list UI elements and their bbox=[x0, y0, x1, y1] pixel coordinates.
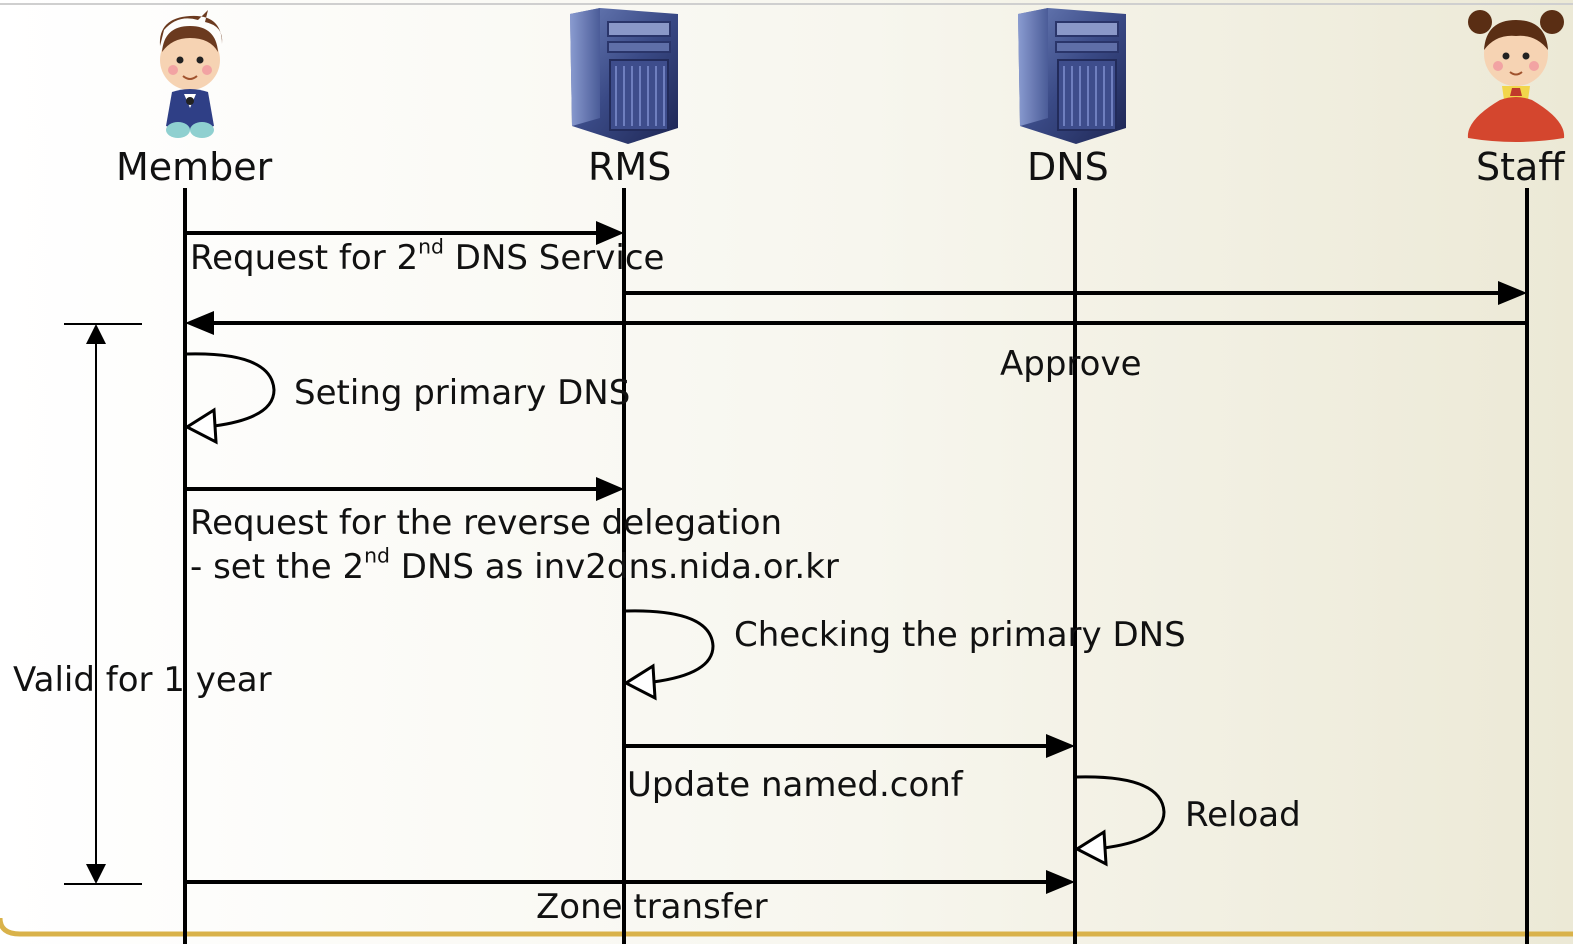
bottom-border bbox=[0, 917, 1573, 937]
message-arrow-update-named-conf bbox=[624, 734, 1075, 758]
message-label-reverse-delegation: Request for the reverse delegation bbox=[190, 503, 783, 543]
message-label-reload: Reload bbox=[1185, 795, 1301, 835]
message-arrow-zone-transfer bbox=[185, 870, 1075, 894]
boy-character-icon bbox=[159, 10, 223, 138]
message-arrow-reverse-delegation bbox=[185, 477, 624, 501]
message-label-approve: Approve bbox=[1000, 344, 1142, 384]
message-label-set-2nd-dns: - set the 2nd DNS as inv2dns.nida.or.kr bbox=[190, 543, 839, 587]
actor-label-dns: DNS bbox=[1027, 145, 1109, 189]
server-icon bbox=[570, 8, 678, 144]
message-label-update-named-conf: Update named.conf bbox=[627, 765, 963, 805]
message-label-request-2nd-dns: Request for 2nd DNS Service bbox=[190, 234, 665, 278]
self-loop-setting-primary-dns bbox=[183, 352, 276, 445]
actor-label-member: Member bbox=[116, 145, 273, 189]
message-arrow-approve bbox=[185, 311, 1527, 335]
message-arrow-request-2nd-dns bbox=[185, 221, 624, 245]
message-label-setting-primary-dns: Seting primary DNS bbox=[294, 373, 631, 413]
actor-label-rms: RMS bbox=[588, 145, 672, 189]
actor-label-staff: Staff bbox=[1476, 145, 1565, 189]
validity-label: Valid for 1 year bbox=[13, 660, 272, 700]
self-loop-reload bbox=[1073, 775, 1166, 867]
server-icon bbox=[1018, 8, 1126, 144]
validity-bracket bbox=[64, 323, 142, 885]
self-loop-checking-primary-dns bbox=[622, 609, 715, 701]
message-arrow-forward-to-staff bbox=[624, 281, 1527, 305]
message-label-zone-transfer: Zone transfer bbox=[536, 887, 768, 927]
message-label-checking-primary-dns: Checking the primary DNS bbox=[734, 615, 1186, 655]
girl-character-icon bbox=[1467, 10, 1565, 142]
